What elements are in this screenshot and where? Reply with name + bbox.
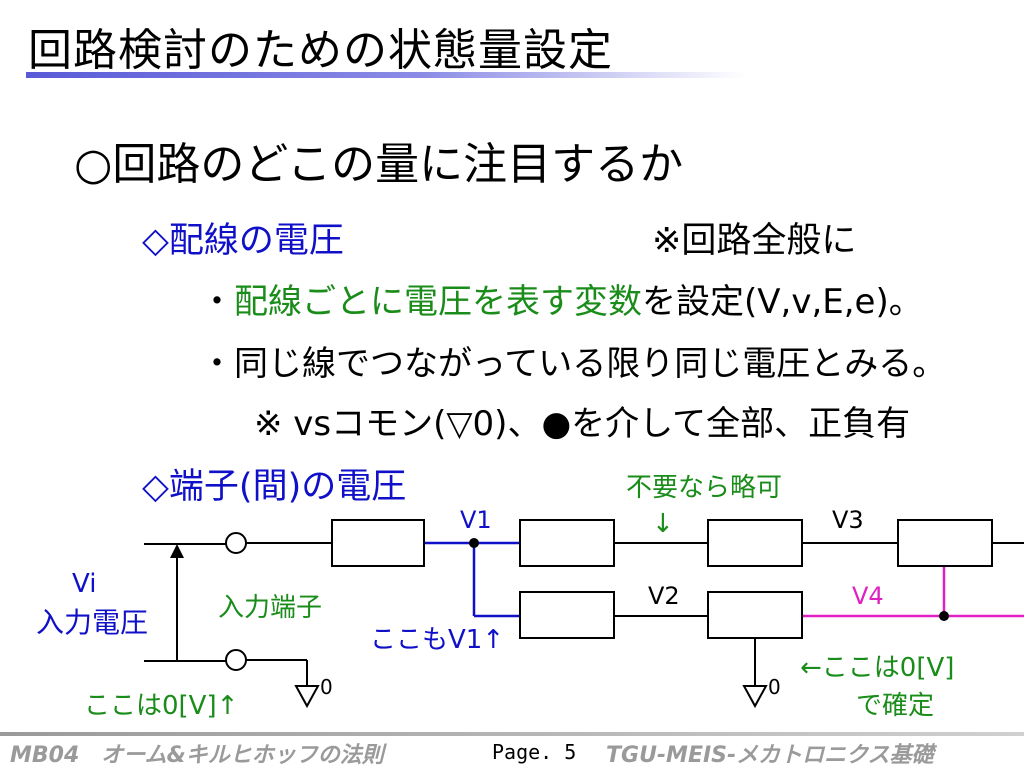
- resistor-3: [707, 519, 803, 567]
- v1-here-note: ここもV1↑: [370, 625, 504, 655]
- junction-v1: [469, 538, 479, 548]
- input-terminal-bottom: [225, 649, 247, 671]
- footer-rule: [0, 732, 1024, 736]
- ground-symbol-right: [742, 685, 768, 709]
- footer-page-number: Page. 5: [492, 740, 577, 764]
- bullet-same-wire: ・同じ線でつながっている限り同じ電圧とみる。: [200, 344, 947, 384]
- bullet-wire-variable: ・配線ごとに電圧を表す変数を設定(V,v,E,e)。: [200, 274, 923, 323]
- v2-label: V2: [648, 582, 680, 610]
- fixed-note-line2: で確定: [856, 691, 934, 721]
- resistor-5: [519, 591, 615, 639]
- vi-caption: 入力電圧: [36, 606, 148, 639]
- section-note: ※回路全般に: [652, 221, 857, 261]
- ground-zero-right: 0: [768, 675, 781, 699]
- section-terminal-voltage: ◇端子(間)の電圧: [142, 467, 407, 507]
- slide-title: 回路検討のための状態量設定: [28, 25, 613, 76]
- title-underline: [26, 72, 746, 78]
- optional-note: 不要なら略可: [626, 473, 782, 503]
- v1-label: V1: [460, 506, 492, 534]
- common-note: ※ vsコモン(▽0)、●を介して全部、正負有: [254, 404, 911, 444]
- ground-note: ここは0[V]↑: [84, 691, 238, 721]
- section-wire-voltage: ◇配線の電圧: [142, 221, 344, 261]
- bullet-highlight: 配線ごとに電圧を表す変数: [234, 282, 642, 322]
- v3-label: V3: [832, 506, 864, 534]
- optional-arrow: ↓: [652, 509, 674, 539]
- resistor-1: [331, 519, 425, 567]
- resistor-2: [519, 519, 615, 567]
- bullet-marker: ・: [200, 282, 234, 322]
- ground-zero-left: 0: [320, 675, 333, 699]
- fixed-note-line1: ←ここは0[V]: [800, 653, 954, 683]
- v4-label: V4: [852, 582, 884, 610]
- vi-label: Vi: [72, 569, 96, 599]
- junction-v4: [939, 611, 949, 621]
- resistor-6: [707, 591, 803, 639]
- bullet-rest: を設定(V,v,E,e)。: [642, 282, 923, 322]
- footer-course-title: MB04 オーム&キルヒホッフの法則: [10, 743, 384, 768]
- resistor-4: [897, 519, 993, 567]
- input-terminal-top: [225, 532, 247, 554]
- input-terminal-label: 入力端子: [218, 593, 322, 623]
- footer-course-name: TGU-MEIS-メカトロニクス基礎: [606, 743, 934, 768]
- vi-arrow-head: [170, 544, 184, 558]
- main-heading: ○回路のどこの量に注目するか: [74, 139, 684, 190]
- ground-symbol-left: [294, 685, 320, 709]
